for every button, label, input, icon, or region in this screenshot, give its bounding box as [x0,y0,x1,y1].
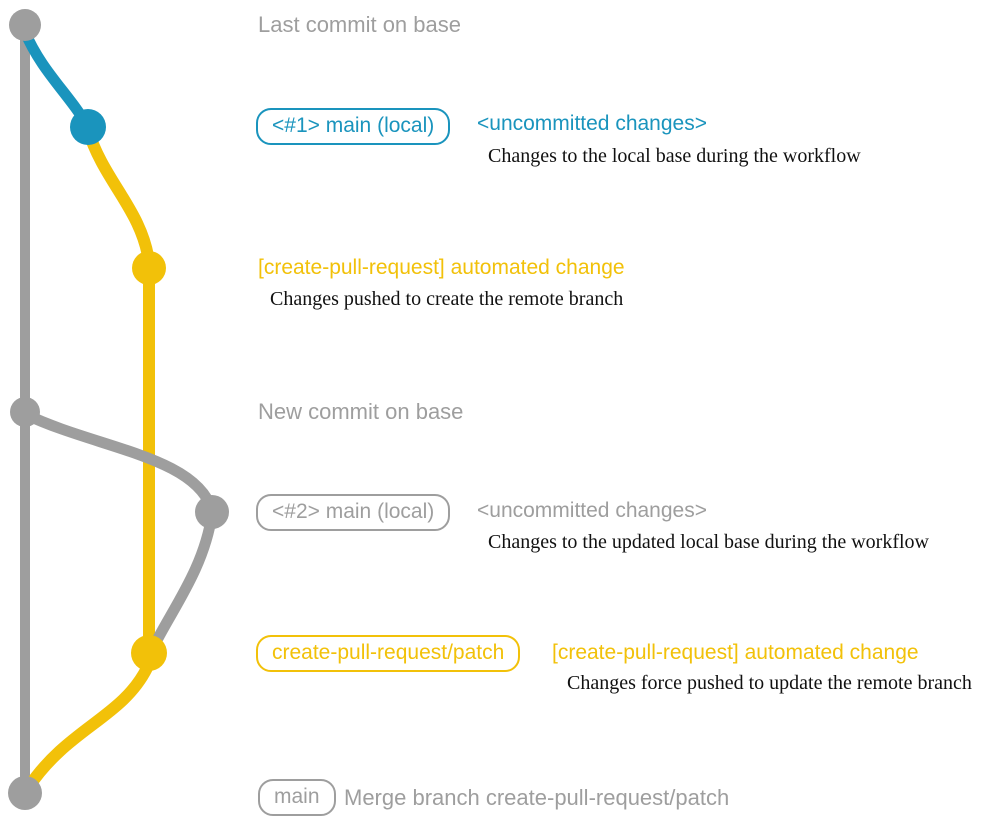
label-new-commit-on-base: New commit on base [258,399,464,424]
label-last-commit-on-base: Last commit on base [258,12,461,37]
patch-merge-curve [22,662,153,794]
patch-branch-line [82,124,155,656]
commit-dot-patch-1 [132,251,166,285]
commit-message-merge: Merge branch create-pull-request/patch [344,785,730,810]
commit-dot-patch-2 [131,635,167,671]
branch-tag-patch: create-pull-request/patch [256,635,521,673]
commit-dot-merge [8,776,42,810]
branch-tag-main-local-1: <#1> main (local) [256,108,451,146]
description-automated-change-1: Changes pushed to create the remote bran… [270,288,624,310]
description-automated-change-2: Changes force pushed to update the remot… [567,672,972,694]
commit-message-uncommitted-1: <uncommitted changes> [477,112,707,135]
commit-dot-base-new [10,397,40,427]
branch-tag-main-local-2: <#2> main (local) [256,494,451,532]
commit-message-automated-change-1: [create-pull-request] automated change [258,256,625,279]
commit-message-automated-change-2: [create-pull-request] automated change [552,641,919,664]
branch-tag-main: main [258,779,336,817]
main-local-2-to-patch-curve [146,508,218,656]
git-graph [8,9,229,810]
description-uncommitted-1: Changes to the local base during the wor… [488,145,861,167]
commit-dot-base-last [9,9,41,41]
base-to-main-local-2-curve [19,408,218,516]
description-uncommitted-2: Changes to the updated local base during… [488,531,929,553]
commit-dot-main-local-1 [70,109,106,145]
commit-dot-main-local-2 [195,495,229,529]
commit-message-uncommitted-2: <uncommitted changes> [477,499,707,522]
